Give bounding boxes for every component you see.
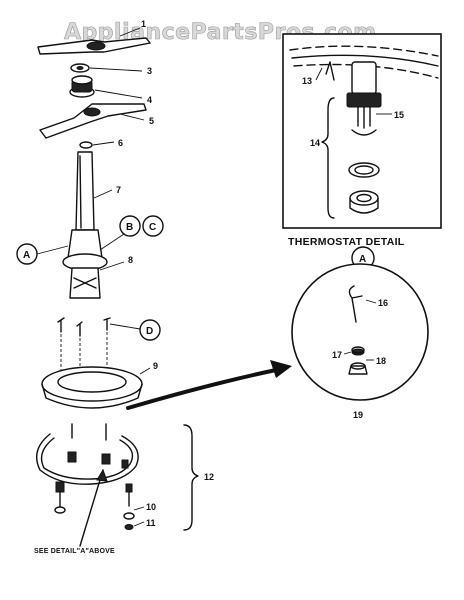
callout-7: 7 xyxy=(116,185,121,195)
mounting-screws xyxy=(57,317,141,337)
heating-element xyxy=(36,423,139,530)
circle-callout-b xyxy=(99,215,141,251)
callout-3: 3 xyxy=(147,66,152,76)
see-detail-arrow xyxy=(79,468,108,547)
callout-16: 16 xyxy=(378,298,388,308)
washer-part xyxy=(70,63,143,73)
detail-pointer-arrow xyxy=(126,360,292,410)
circle-label-a-detail: A xyxy=(359,254,366,265)
circle-label-d: D xyxy=(146,326,153,337)
circle-label-c: C xyxy=(149,222,156,233)
circle-label-a-left: A xyxy=(23,250,30,261)
callout-10: 10 xyxy=(146,502,156,512)
circle-label-b: B xyxy=(126,222,133,233)
callout-17: 17 xyxy=(332,350,342,360)
callout-5: 5 xyxy=(149,116,154,126)
lower-spray-arm xyxy=(39,103,147,139)
pump-housing xyxy=(62,229,125,299)
callout-1: 1 xyxy=(141,19,146,29)
circle-callout-c xyxy=(142,215,164,237)
center-tube xyxy=(75,151,113,231)
callout-13: 13 xyxy=(302,76,312,86)
circle-callout-d xyxy=(139,319,161,341)
callout-9: 9 xyxy=(153,361,158,371)
hub-nut xyxy=(69,75,143,99)
callout-8: 8 xyxy=(128,255,133,265)
circle-callout-a-left xyxy=(16,243,69,265)
element-bracket xyxy=(183,424,199,531)
detail-a-circle xyxy=(291,263,429,401)
see-detail-note: SEE DETAIL"A"ABOVE xyxy=(34,548,115,555)
callout-6: 6 xyxy=(118,138,123,148)
sump-basin xyxy=(41,366,151,409)
callout-15: 15 xyxy=(394,110,404,120)
thermostat-detail-box xyxy=(282,33,442,229)
callout-11: 11 xyxy=(146,518,156,528)
upper-spray-arm xyxy=(37,27,151,55)
callout-14: 14 xyxy=(310,138,320,148)
callout-18: 18 xyxy=(376,356,386,366)
callout-4: 4 xyxy=(147,95,152,105)
small-washer xyxy=(79,141,115,149)
callout-12: 12 xyxy=(204,472,214,482)
thermostat-detail-title: THERMOSTAT DETAIL xyxy=(288,236,405,248)
callout-19: 19 xyxy=(353,410,363,420)
